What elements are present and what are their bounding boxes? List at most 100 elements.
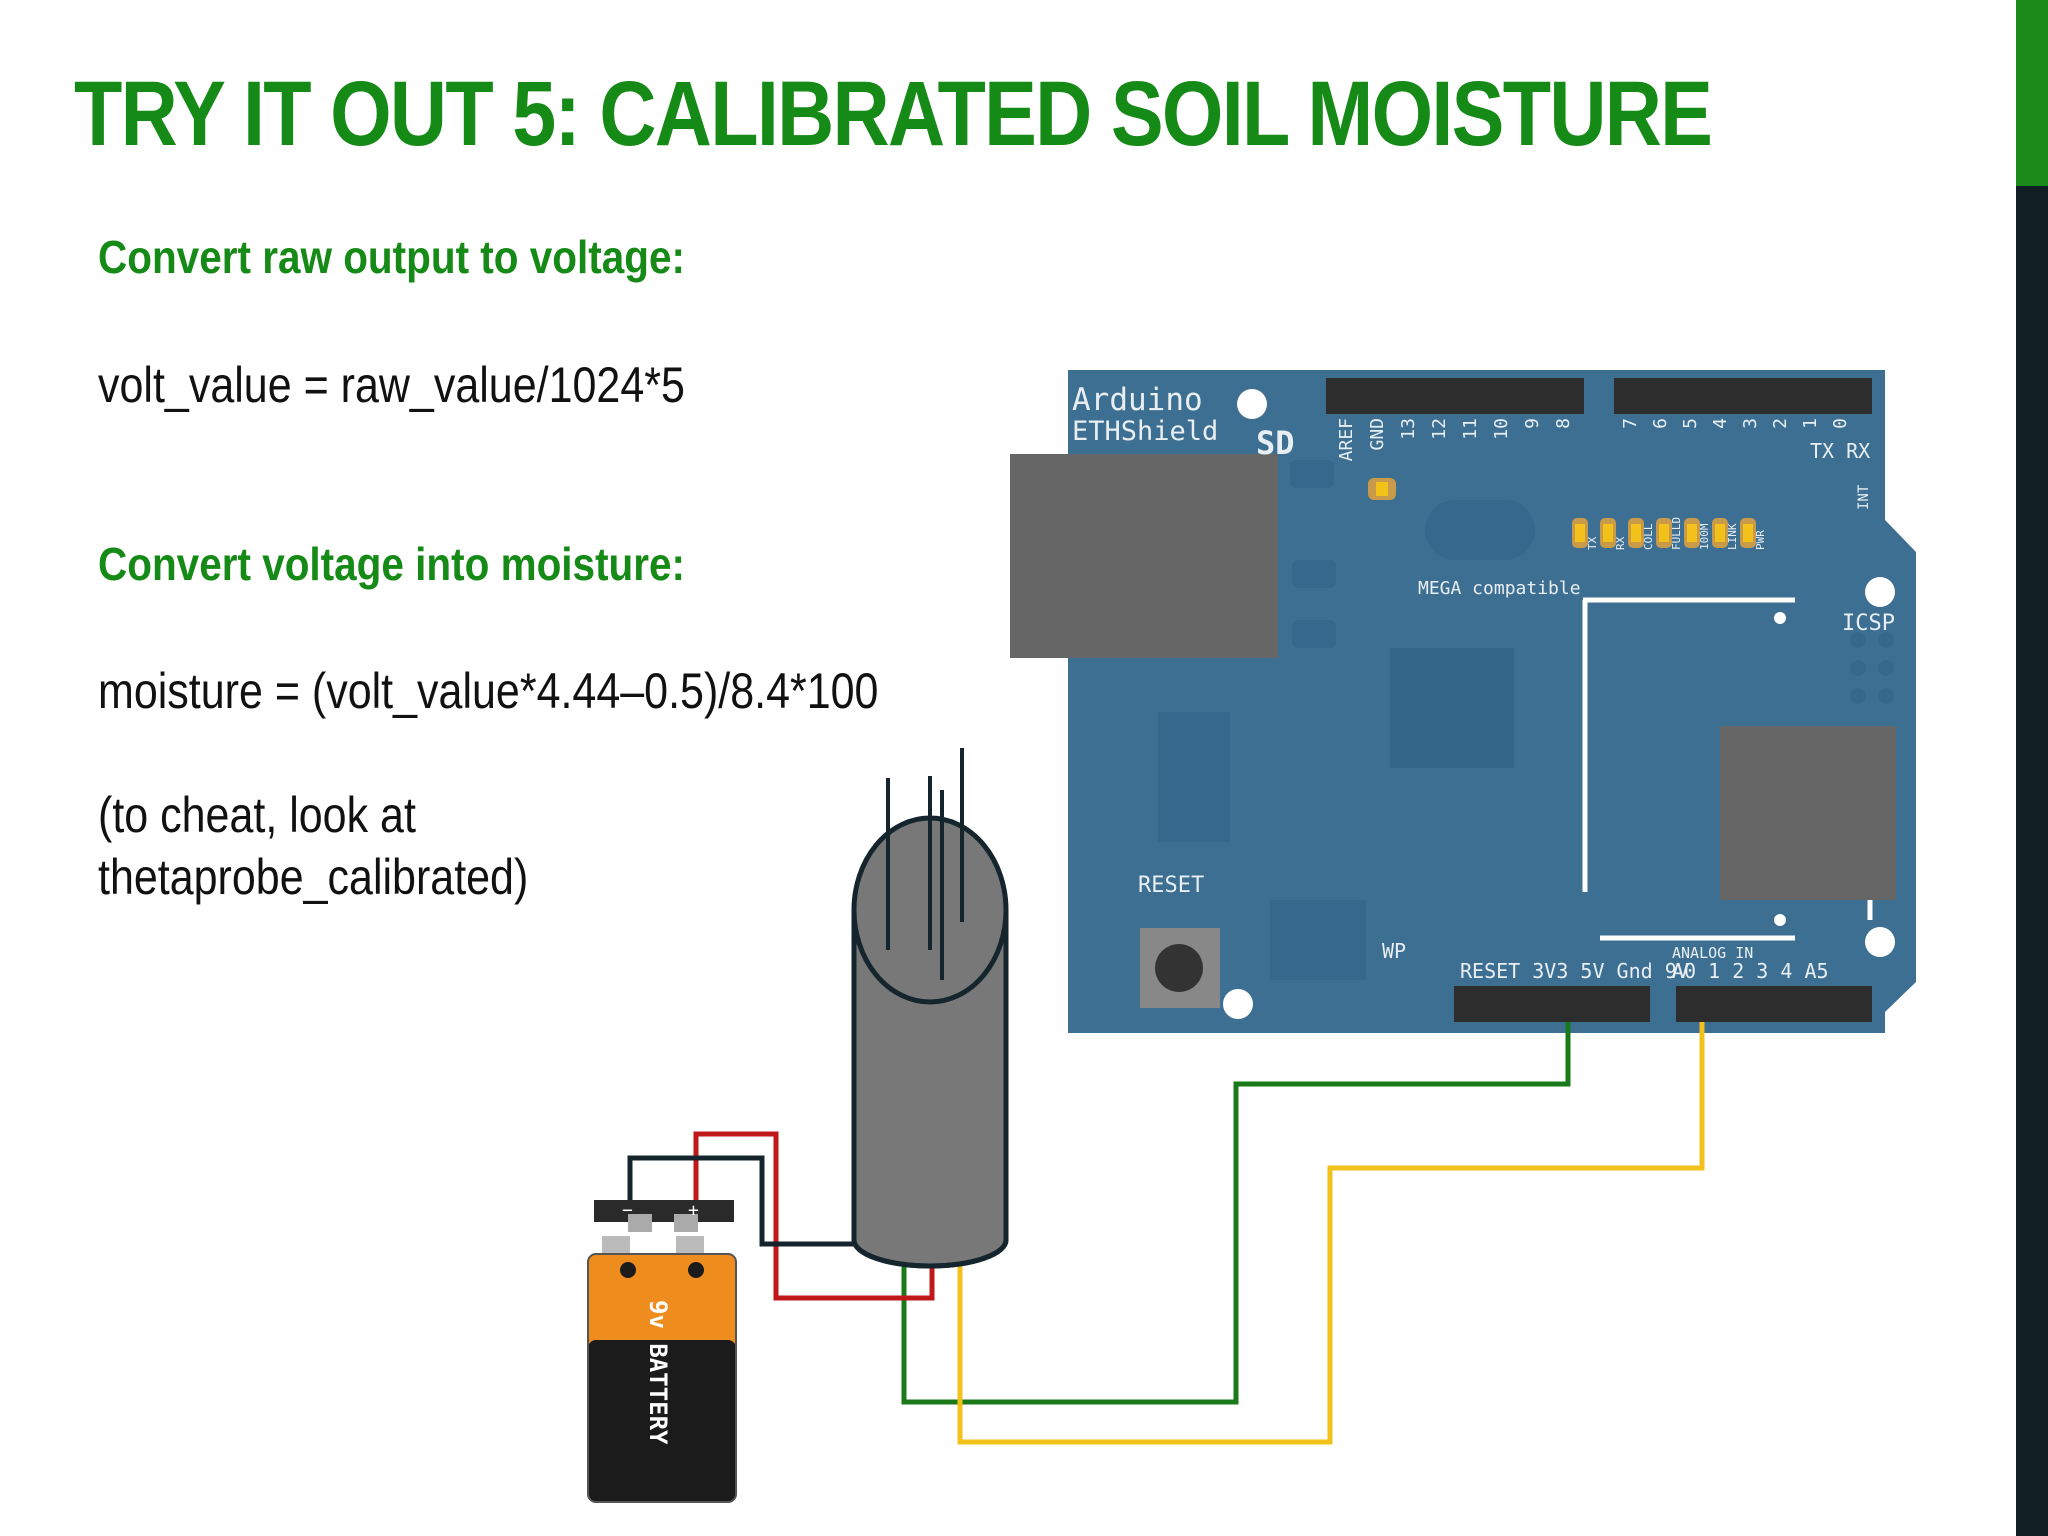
sd-card-chip xyxy=(1720,726,1896,900)
board-name-line-1: Arduino xyxy=(1072,382,1203,418)
digital-pin-label-right-6: 1 xyxy=(1800,418,1821,429)
power-header xyxy=(1454,986,1650,1022)
sd-label: SD xyxy=(1256,424,1295,462)
cheat-note-line-2: thetaprobe_calibrated) xyxy=(98,849,529,905)
heading-raw-to-voltage: Convert raw output to voltage: xyxy=(98,231,685,283)
digital-pin-label-right-1: 6 xyxy=(1650,418,1671,429)
digital-pin-label-right-4: 3 xyxy=(1740,418,1761,429)
battery-minus-mark xyxy=(620,1262,636,1278)
heading-voltage-to-moisture: Convert voltage into moisture: xyxy=(98,538,686,590)
board-regulator xyxy=(1158,712,1230,842)
sd-dot-2 xyxy=(1774,914,1786,926)
probe-rods xyxy=(886,748,964,980)
status-led-core-2 xyxy=(1631,524,1641,542)
mega-compatible-label: MEGA compatible xyxy=(1418,578,1581,599)
status-led-core-6 xyxy=(1743,524,1753,542)
digital-pin-label-right-7: 0 xyxy=(1830,418,1851,429)
mount-hole-1 xyxy=(1237,389,1267,419)
slide-title: TRY IT OUT 5: CALIBRATED SOIL MOISTURE xyxy=(74,63,1713,165)
digital-pin-label-right-5: 2 xyxy=(1770,418,1791,429)
battery-plus-mark xyxy=(688,1262,704,1278)
cheat-note: (to cheat, look at thetaprobe_calibrated… xyxy=(98,784,528,908)
accent-bar-green xyxy=(2016,0,2048,186)
digital-pin-label-left-2: 13 xyxy=(1398,418,1419,440)
mount-hole-3 xyxy=(1865,927,1895,957)
board-crystal xyxy=(1425,500,1535,560)
probe-bottom-rim xyxy=(851,1239,1009,1269)
battery-snap-terminal-1 xyxy=(628,1214,652,1232)
formula-moisture: moisture = (volt_value*4.44–0.5)/8.4*100 xyxy=(98,663,879,719)
arduino-board: Arduino ETHShield SD TX RX MEGA compatib… xyxy=(1010,370,1916,1033)
formula-volt-value: volt_value = raw_value/1024*5 xyxy=(98,357,685,413)
mount-hole-4 xyxy=(1223,989,1253,1019)
9v-battery: − + 9v BATTERY xyxy=(587,1200,737,1503)
board-name-line-2: ETHShield xyxy=(1072,416,1218,447)
battery-terminal-plus xyxy=(676,1236,704,1256)
digital-pin-label-left-5: 10 xyxy=(1491,418,1512,440)
battery-snap-terminal-2 xyxy=(674,1214,698,1232)
led-label-0: TX xyxy=(1586,536,1599,550)
battery-terminal-minus xyxy=(602,1236,630,1256)
board-component-1 xyxy=(1290,460,1334,488)
ethernet-jack xyxy=(1010,454,1278,658)
led-label-2: COLL xyxy=(1642,523,1655,550)
sd-dot-1 xyxy=(1774,612,1786,624)
txrx-label: TX RX xyxy=(1810,439,1870,463)
wire-power-red xyxy=(693,1131,935,1301)
status-led-core-4 xyxy=(1687,524,1697,542)
led-label-3: FULLD xyxy=(1670,517,1683,550)
board-chip xyxy=(1390,648,1514,768)
digital-header-left xyxy=(1326,378,1584,414)
led-label-4: 100M xyxy=(1698,523,1711,550)
digital-header-right xyxy=(1614,378,1872,414)
wire-ground-black xyxy=(627,1155,886,1247)
wires xyxy=(627,1022,1705,1445)
icsp-label: ICSP xyxy=(1842,611,1895,636)
status-led-core-0 xyxy=(1575,524,1585,542)
mount-hole-2 xyxy=(1865,577,1895,607)
board-component-3 xyxy=(1292,620,1336,648)
digital-pin-label-left-0: AREF xyxy=(1336,418,1357,461)
led-label-6: PWR xyxy=(1754,530,1767,550)
status-led-core-5 xyxy=(1715,524,1725,542)
digital-pin-label-right-3: 4 xyxy=(1710,418,1731,429)
wire-signal-yellow xyxy=(957,1022,1705,1445)
accent-bar-dark xyxy=(2016,186,2048,1536)
power-pin-labels: RESET 3V3 5V Gnd 9V xyxy=(1460,959,1689,983)
digital-pin-label-right-0: 7 xyxy=(1620,418,1641,429)
analog-in-label: ANALOG IN xyxy=(1672,944,1753,962)
board-component-2 xyxy=(1292,560,1336,588)
battery-label: 9v BATTERY xyxy=(644,1300,672,1445)
led-labels: TX RX COLL FULLD 100M LINK PWR xyxy=(1572,517,1767,550)
analog-pin-labels: A0 1 2 3 4 A5 xyxy=(1672,959,1829,983)
battery-snap xyxy=(594,1200,734,1222)
cheat-note-line-1: (to cheat, look at xyxy=(98,787,416,843)
status-leds xyxy=(1368,478,1396,500)
analog-header xyxy=(1676,986,1872,1022)
battery-bottom-black xyxy=(588,1340,736,1502)
board-pad xyxy=(1270,900,1366,980)
led-label-5: LINK xyxy=(1726,523,1739,550)
battery-outline xyxy=(587,1253,737,1503)
led-label-1: RX xyxy=(1614,536,1627,550)
reset-button-cap xyxy=(1155,944,1203,992)
digital-pin-label-left-6: 9 xyxy=(1522,418,1543,429)
snap-minus: − xyxy=(622,1200,633,1221)
snap-plus: + xyxy=(688,1200,699,1221)
icsp-header xyxy=(1850,632,1894,704)
digital-pin-label-left-3: 12 xyxy=(1429,418,1450,440)
digital-pin-label-left-1: GND xyxy=(1367,418,1388,451)
wire-ground-green xyxy=(901,1022,1571,1405)
wp-label: WP xyxy=(1382,939,1406,963)
digital-pin-label-right-2: 5 xyxy=(1680,418,1701,429)
status-led-core-1 xyxy=(1603,524,1613,542)
int-label: INT xyxy=(1856,484,1872,510)
reset-label: RESET xyxy=(1138,873,1204,898)
digital-pin-label-left-4: 11 xyxy=(1460,418,1481,440)
digital-pin-label-left-7: 8 xyxy=(1553,418,1574,429)
soil-moisture-probe xyxy=(851,748,1009,1269)
battery-top-orange xyxy=(588,1254,736,1348)
